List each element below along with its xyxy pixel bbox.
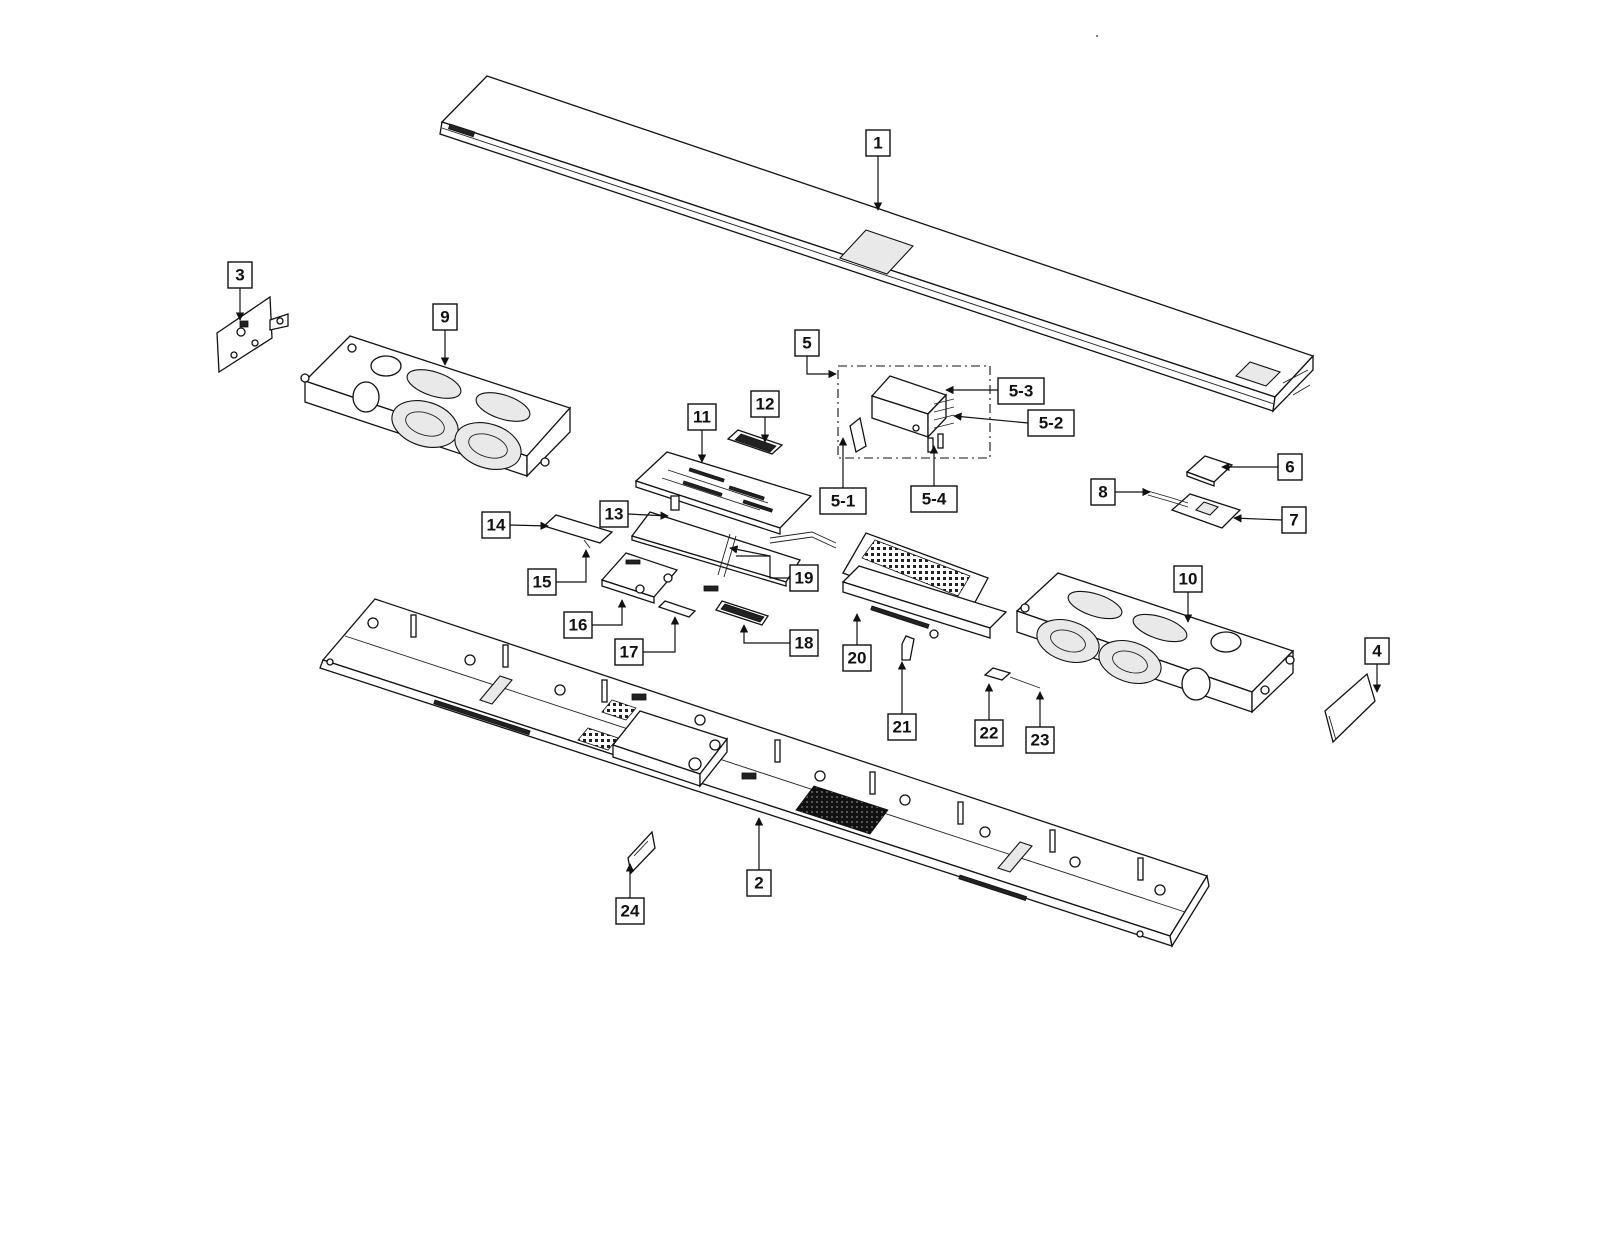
callout-15: 15 xyxy=(527,568,557,596)
callout-4: 4 xyxy=(1364,637,1390,665)
svg-text:24: 24 xyxy=(621,902,640,921)
svg-text:1: 1 xyxy=(873,134,882,153)
svg-text:6: 6 xyxy=(1285,458,1294,477)
callout-17: 17 xyxy=(614,638,644,666)
svg-text:16: 16 xyxy=(569,616,588,635)
callout-18: 18 xyxy=(789,629,819,657)
callout-5-4: 5-4 xyxy=(910,485,958,513)
tray-vent-grille-left xyxy=(601,699,637,721)
callout-22: 22 xyxy=(974,719,1004,747)
cable-8-part xyxy=(1147,490,1189,508)
side-panel-part xyxy=(1324,672,1376,744)
svg-text:22: 22 xyxy=(980,724,999,743)
svg-text:9: 9 xyxy=(440,308,449,327)
board-16-part xyxy=(600,552,679,604)
cable-14-part xyxy=(542,514,614,544)
svg-text:4: 4 xyxy=(1372,642,1382,661)
svg-text:3: 3 xyxy=(235,266,244,285)
callout-20: 20 xyxy=(842,644,872,672)
bottom-tray-part xyxy=(319,598,1210,948)
svg-text:21: 21 xyxy=(893,718,912,737)
callout-9: 9 xyxy=(432,303,458,331)
callout-1: 1 xyxy=(865,129,891,157)
tray-vent-grille-right xyxy=(795,785,889,835)
callout-23: 23 xyxy=(1025,726,1055,754)
callout-19: 19 xyxy=(789,564,819,592)
svg-text:5-4: 5-4 xyxy=(922,490,947,509)
callout-11: 11 xyxy=(687,403,717,431)
callout-13: 13 xyxy=(599,500,629,528)
svg-text:10: 10 xyxy=(1179,570,1198,589)
svg-text:20: 20 xyxy=(848,649,867,668)
module-18-part xyxy=(703,585,770,626)
svg-text:11: 11 xyxy=(693,408,711,427)
callout-3: 3 xyxy=(227,261,253,289)
callout-5-2: 5-2 xyxy=(1027,409,1075,437)
left-speaker-part xyxy=(300,335,572,478)
callout-5-1: 5-1 xyxy=(819,487,867,515)
svg-text:13: 13 xyxy=(605,505,624,524)
module-12-part xyxy=(726,429,784,455)
callout-5: 5 xyxy=(794,329,820,357)
svg-text:7: 7 xyxy=(1289,511,1298,530)
tray-vent-grille-left-2 xyxy=(577,727,619,751)
svg-text:14: 14 xyxy=(487,516,506,535)
svg-text:23: 23 xyxy=(1031,731,1050,750)
svg-text:8: 8 xyxy=(1098,483,1107,502)
callout-2: 2 xyxy=(746,869,772,897)
tray-ribs xyxy=(410,614,1144,881)
svg-text:17: 17 xyxy=(620,643,639,662)
svg-text:5-3: 5-3 xyxy=(1009,382,1034,401)
bracket-part xyxy=(216,295,289,374)
callout-24: 24 xyxy=(615,897,645,925)
svg-text:5: 5 xyxy=(802,334,811,353)
leader-lines xyxy=(235,155,1382,898)
svg-text:15: 15 xyxy=(533,573,552,592)
callout-16: 16 xyxy=(563,611,593,639)
board-7-part xyxy=(1170,493,1242,529)
svg-text:2: 2 xyxy=(754,874,763,893)
module-assembly-part xyxy=(837,365,991,459)
callout-7: 7 xyxy=(1281,506,1307,534)
board-15-part xyxy=(583,539,591,549)
callout-8: 8 xyxy=(1090,478,1116,506)
svg-text:12: 12 xyxy=(756,395,775,414)
cable-23-part xyxy=(1009,676,1041,689)
top-cover-part xyxy=(439,75,1315,413)
callout-6: 6 xyxy=(1277,453,1303,481)
chassis-13-part xyxy=(630,511,837,587)
board-17-part xyxy=(657,600,697,618)
callout-10: 10 xyxy=(1173,565,1203,593)
svg-text:5-2: 5-2 xyxy=(1039,414,1064,433)
callout-5-3: 5-3 xyxy=(997,377,1045,405)
bracket-24-part xyxy=(627,830,656,875)
svg-text:19: 19 xyxy=(795,569,814,588)
svg-text:5-1: 5-1 xyxy=(831,492,856,511)
tray-bosses xyxy=(326,617,1166,938)
cable-21-part xyxy=(901,635,915,661)
amp-board-20-part xyxy=(841,532,1008,639)
callout-14: 14 xyxy=(481,511,511,539)
callout-12: 12 xyxy=(750,390,780,418)
main-board-11-part xyxy=(634,451,813,535)
module-6-part xyxy=(1185,455,1234,487)
board-22-part xyxy=(983,667,1012,681)
svg-text:18: 18 xyxy=(795,634,814,653)
right-speaker-part xyxy=(1015,572,1295,714)
callout-21: 21 xyxy=(887,713,917,741)
stray-dot xyxy=(1096,35,1098,37)
